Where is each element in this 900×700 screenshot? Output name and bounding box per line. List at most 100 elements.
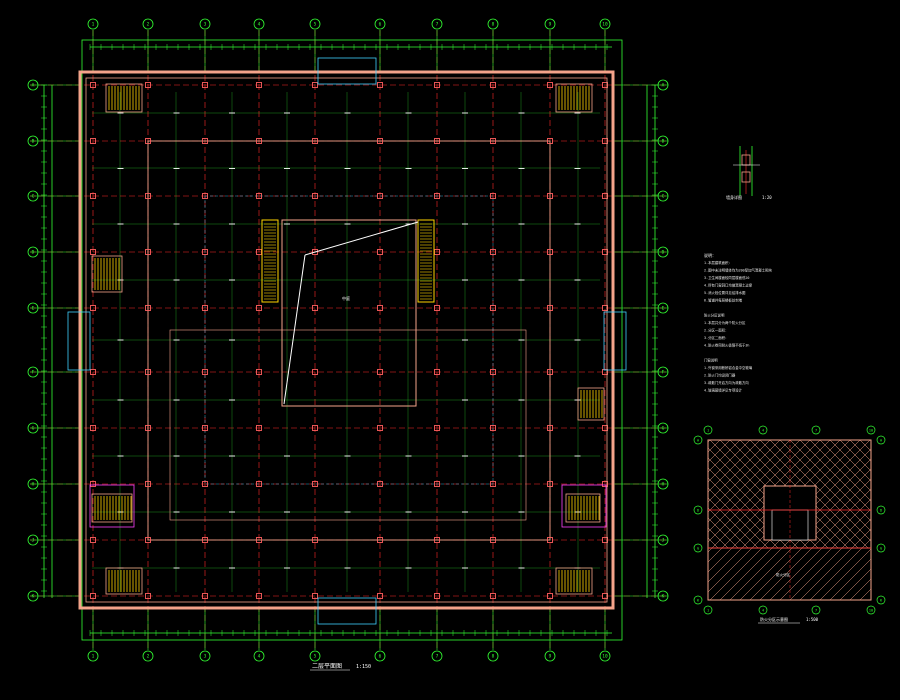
column — [490, 82, 496, 88]
axis-bubble — [27, 302, 39, 314]
column — [90, 369, 96, 375]
column — [202, 82, 208, 88]
key-axis-bubble — [693, 595, 703, 605]
keyplan-zone-label: 防火分区 — [776, 572, 790, 577]
axis-bubble — [487, 650, 499, 662]
column — [90, 425, 96, 431]
key-axis-bubble — [876, 435, 886, 445]
column — [312, 249, 318, 255]
column — [145, 305, 151, 311]
column — [490, 305, 496, 311]
key-axis-bubble — [703, 605, 713, 615]
axis-bubble — [544, 650, 556, 662]
column — [90, 537, 96, 543]
column — [312, 305, 318, 311]
column — [547, 425, 553, 431]
axis-bubble — [374, 650, 386, 662]
key-axis-bubble — [811, 425, 821, 435]
axis-label: 3 — [204, 22, 207, 28]
keyplan-title: 防火分区示意图 — [760, 616, 788, 622]
axis-label: 8 — [492, 22, 495, 28]
column — [202, 249, 208, 255]
axis-bubble — [599, 650, 611, 662]
axis-bubble — [27, 246, 39, 258]
column — [547, 481, 553, 487]
notes-line: 2.图中未注明墙体均为200厚加气混凝土砌块 — [704, 268, 772, 273]
notes-line: 门窗说明 — [704, 358, 718, 363]
column — [312, 369, 318, 375]
column — [490, 425, 496, 431]
column — [90, 82, 96, 88]
column — [202, 425, 208, 431]
column — [490, 193, 496, 199]
column — [312, 193, 318, 199]
general-notes: 说明： 1.本层建筑面积：2.图中未注明墙体均为200厚加气混凝土砌块3.卫生间… — [704, 252, 772, 393]
column — [145, 249, 151, 255]
key-axis-bubble — [811, 605, 821, 615]
stair — [555, 83, 593, 113]
column — [202, 593, 208, 599]
column — [434, 537, 440, 543]
stair — [555, 567, 593, 595]
column — [90, 193, 96, 199]
stair — [105, 567, 143, 595]
column — [377, 537, 383, 543]
key-axis-bubble — [876, 543, 886, 553]
axis-label: A — [32, 83, 35, 89]
column — [434, 593, 440, 599]
notes-line: 1.本层建筑面积： — [704, 260, 732, 265]
column — [256, 537, 262, 543]
plan-title-block: 二层平面图 1:150 — [310, 663, 371, 671]
stair — [565, 493, 601, 523]
key-axis-bubble — [758, 605, 768, 615]
notes-line: 5.消火栓位置详见给排水图 — [704, 290, 746, 295]
column — [312, 425, 318, 431]
axis-bubble — [27, 79, 39, 91]
axis-bubble — [142, 18, 154, 30]
column — [377, 193, 383, 199]
column — [602, 537, 608, 543]
axis-label: 5 — [314, 22, 317, 28]
column — [256, 481, 262, 487]
column — [602, 82, 608, 88]
column — [602, 369, 608, 375]
axis-label: 10 — [602, 654, 608, 660]
axis-label: J — [662, 538, 665, 544]
axis-bubble — [142, 650, 154, 662]
stairs — [91, 83, 605, 595]
svg-text:10: 10 — [869, 428, 873, 432]
column — [202, 305, 208, 311]
svg-text:D: D — [880, 508, 882, 512]
svg-text:K: K — [697, 598, 700, 602]
notes-line: 1.本层共分为两个防火分区 — [704, 320, 746, 325]
plan-scale: 1:150 — [356, 664, 371, 670]
axis-label: C — [662, 194, 665, 200]
detail-scale: 1:20 — [762, 195, 772, 200]
axis-label: F — [32, 370, 35, 376]
column — [490, 369, 496, 375]
column — [490, 138, 496, 144]
axis-label: F — [662, 370, 665, 376]
notes-line: 3.分区二面积： — [704, 335, 728, 340]
column — [547, 82, 553, 88]
axis-bubble — [27, 135, 39, 147]
axis-bubble — [87, 650, 99, 662]
axis-bubble — [87, 18, 99, 30]
column — [377, 138, 383, 144]
column — [602, 249, 608, 255]
axis-label: B — [662, 139, 665, 145]
glazed-entrances — [67, 57, 627, 625]
axis-bubble — [657, 366, 669, 378]
column — [145, 481, 151, 487]
column — [202, 369, 208, 375]
axis-label: 1 — [92, 22, 95, 28]
svg-text:A: A — [697, 438, 700, 442]
stair — [91, 493, 133, 523]
interior-ring — [147, 140, 551, 541]
column — [602, 425, 608, 431]
axis-bubble — [657, 534, 669, 546]
axis-label: D — [32, 250, 35, 256]
axis-bubble — [27, 366, 39, 378]
axis-label: H — [662, 482, 665, 488]
